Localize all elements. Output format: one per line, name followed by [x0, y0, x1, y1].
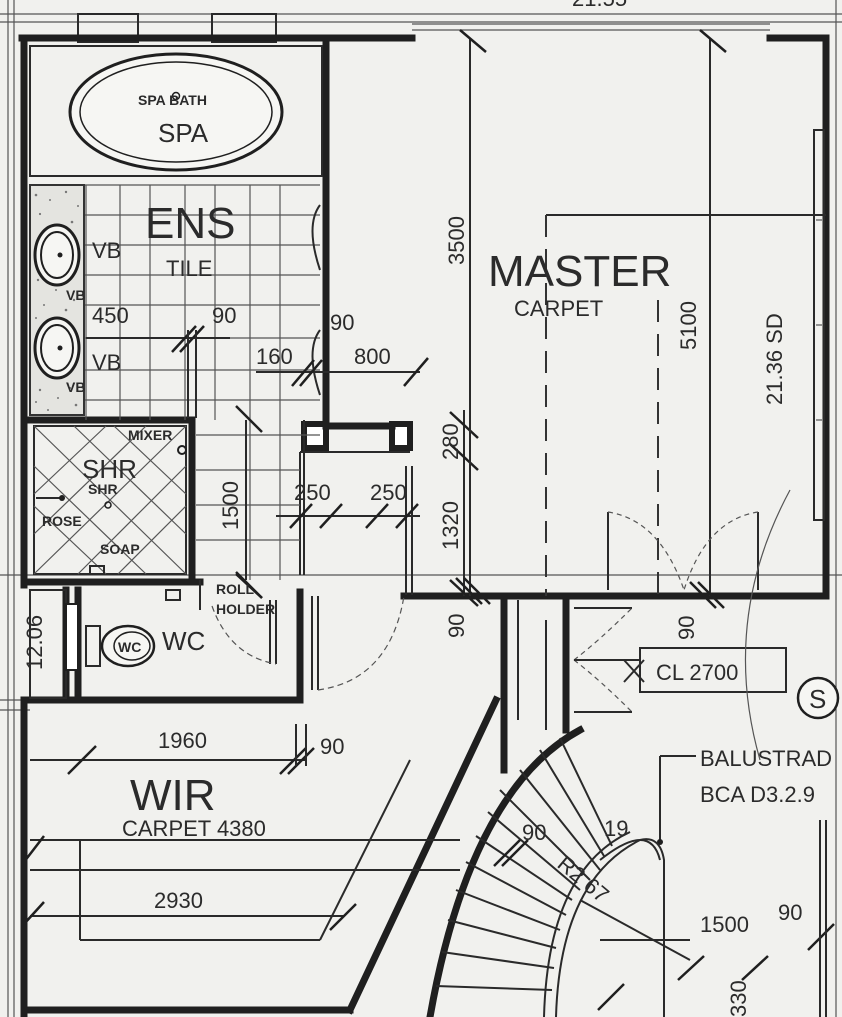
ens-door-swing: [311, 329, 321, 396]
dim-280: 280: [438, 423, 463, 460]
dim-90-stair: 90: [522, 820, 546, 845]
wir-lines: [23, 724, 460, 941]
vb-small-2: VB: [66, 379, 85, 395]
tick-1500-top: [235, 405, 263, 433]
tick-ens-1: [171, 325, 197, 353]
tick-1320: [449, 579, 479, 607]
ens-wall-fixture: [311, 204, 321, 271]
smoke-detector-icon: [796, 676, 840, 720]
vb-label-2: VB: [92, 350, 121, 375]
tick-250-b: [319, 503, 343, 529]
dim-90-ens: 90: [212, 303, 236, 328]
master-bedroom-lines: [459, 29, 826, 596]
tick-250-d: [395, 503, 419, 529]
dim-1500-stair: 1500: [700, 912, 749, 937]
ens-floor: TILE: [166, 256, 212, 281]
tick-hall-b: [463, 577, 491, 605]
dim-90-hall: 90: [444, 614, 469, 638]
dim-2930: 2930: [154, 888, 203, 913]
dim-90-master: 90: [674, 616, 699, 640]
cl-label: CL 2700: [656, 660, 738, 685]
shr-label: SHR: [82, 454, 137, 484]
rose-label: ROSE: [42, 513, 82, 529]
dim-800: 800: [354, 344, 391, 369]
wc-room: [29, 571, 277, 699]
dim-3500: 3500: [444, 216, 469, 265]
shr-small-label: SHR: [88, 481, 118, 497]
wc-small-label: WC: [118, 639, 141, 655]
roll-holder-label-2: HOLDER: [216, 601, 275, 617]
cl-shelf-box: [639, 647, 787, 693]
vb-small-1: VB: [66, 287, 85, 303]
ens-title: ENS: [145, 199, 235, 248]
dim-90-wall: 90: [330, 310, 354, 335]
dim-250-b: 250: [370, 480, 407, 505]
dim-2136-sd: 21.36 SD: [762, 313, 787, 405]
cl-cross-b: [623, 659, 645, 683]
wall-columns: [299, 420, 413, 595]
tick-160-a: [291, 359, 315, 387]
hall-doors: [311, 595, 640, 730]
dim-330: 330: [726, 980, 751, 1017]
tick-800: [403, 357, 429, 387]
wir-title: WIR: [130, 771, 216, 820]
dim-1500: 1500: [218, 481, 243, 530]
tick-160-b: [299, 359, 323, 387]
shower: [33, 425, 187, 575]
balustrade-label-1: BALUSTRAD: [700, 746, 832, 771]
mixer-label: MIXER: [128, 427, 172, 443]
vb-label-1: VB: [92, 238, 121, 263]
tick-ens-2: [179, 325, 205, 353]
dim-160: 160: [256, 344, 293, 369]
stair-arc-guide: [744, 489, 791, 761]
dim-19: 19: [604, 816, 628, 841]
tick-master-b: [697, 581, 725, 609]
dim-450: 450: [92, 303, 129, 328]
walls: [18, 34, 830, 1017]
soap-label: SOAP: [100, 541, 140, 557]
staircase: [426, 725, 835, 1017]
dim-90-wir: 90: [320, 734, 344, 759]
balustrade-label-2: BCA D3.2.9: [700, 782, 815, 807]
dim-1320: 1320: [438, 501, 463, 550]
dim-top: 21.55: [572, 0, 627, 11]
spa-label: SPA: [158, 118, 209, 148]
tick-master-a: [689, 581, 717, 609]
tick-280-a: [449, 411, 479, 439]
tick-hall-a: [455, 577, 483, 605]
dim-250-a: 250: [294, 480, 331, 505]
dim-90-stair2: 90: [778, 900, 802, 925]
wir-floor: CARPET 4380: [122, 816, 266, 841]
spa-bath: [29, 45, 323, 177]
spa-bath-label: SPA BATH: [138, 92, 207, 108]
wc-label: WC: [162, 626, 205, 656]
vanity-bench: [29, 184, 85, 416]
tick-250-c: [365, 503, 389, 529]
dim-1960: 1960: [158, 728, 207, 753]
dim-5100: 5100: [676, 301, 701, 350]
dim-1206: 12.06: [22, 615, 47, 670]
smoke-detector-label: S: [809, 684, 826, 714]
master-floor: CARPET: [514, 296, 603, 321]
roll-holder-label-1: ROLL: [216, 581, 255, 597]
tick-280-b: [449, 443, 479, 471]
balustrade-leader-dot: [657, 839, 663, 845]
master-title: MASTER: [488, 247, 671, 296]
tick-250-a: [289, 503, 313, 529]
